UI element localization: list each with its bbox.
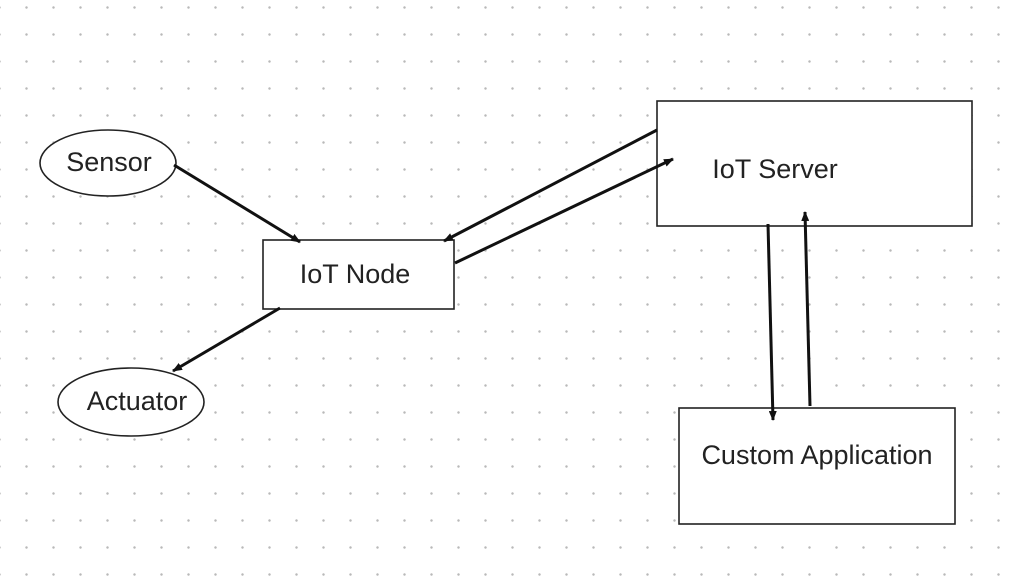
sensor-node[interactable]: Sensor <box>39 129 177 197</box>
iot-node-box[interactable]: IoT Node <box>262 239 455 310</box>
actuator-node[interactable]: Actuator <box>57 367 205 437</box>
server-to-application-arrow <box>766 223 777 421</box>
actuator-label: Actuator <box>87 386 188 416</box>
iot-node-label: IoT Node <box>300 259 411 289</box>
custom-application-label: Custom Application <box>701 440 932 470</box>
node-to-server-arrow <box>454 157 674 265</box>
sensor-label: Sensor <box>66 147 152 177</box>
iot-server-label: IoT Server <box>712 154 838 184</box>
custom-application-box[interactable]: Custom Application <box>678 407 956 525</box>
node-to-actuator-arrow <box>172 306 281 373</box>
sensor-to-node-arrow <box>173 163 301 244</box>
iot-server-box[interactable]: IoT Server <box>656 100 973 227</box>
application-to-server-arrow <box>801 211 812 407</box>
server-to-node-arrow <box>443 128 658 243</box>
